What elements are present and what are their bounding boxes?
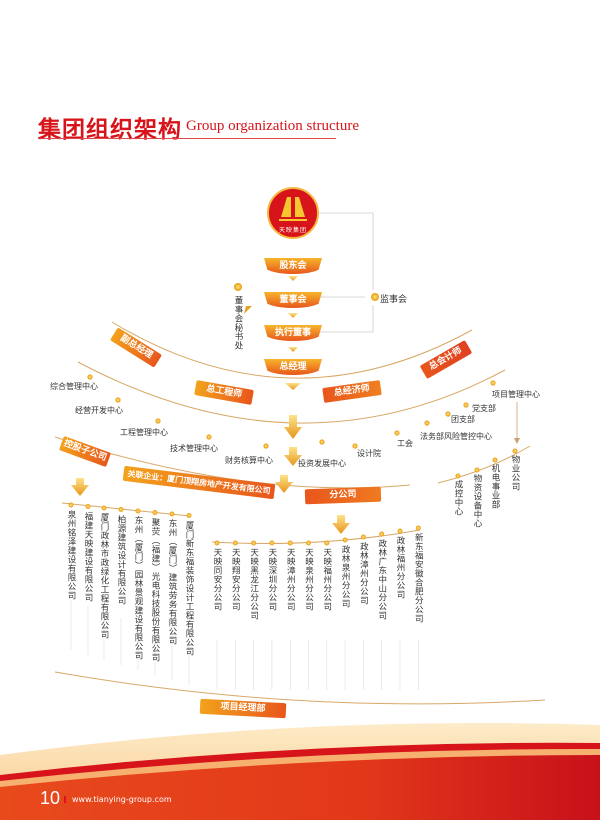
- node-dot: [371, 293, 379, 301]
- node-dot: [101, 505, 107, 511]
- company-logo: 天映集团: [267, 187, 319, 239]
- branch-label: 天映福州分公司: [321, 548, 332, 611]
- node-dot: [463, 402, 469, 408]
- pm-arc: [437, 445, 531, 484]
- node-branches: 分公司: [304, 486, 382, 505]
- node-dot: [306, 540, 311, 546]
- branch-label: 新东福安徽合肥分公司: [413, 533, 424, 623]
- executive-arc: [111, 321, 473, 379]
- page-number: 10: [40, 788, 61, 808]
- node-dot: [152, 510, 158, 515]
- node-dot: [415, 525, 421, 531]
- project-arc: [54, 671, 546, 705]
- footer-divider: [64, 796, 66, 803]
- node-dot: [342, 537, 348, 543]
- subsidiary-label: 厦门新东福装饰设计工程有限公司: [184, 520, 194, 656]
- node-board-secretariat: 董事会秘书处: [233, 296, 243, 350]
- node-executive-director: 执行董事: [264, 325, 322, 341]
- subsidiary-label: 东州（厦门）园林景观建设有限公司: [133, 516, 143, 660]
- node-dot: [118, 507, 124, 512]
- supervisory-connector: [318, 212, 374, 333]
- branch-arc: [211, 529, 421, 544]
- pm-unit-label: 物业公司: [510, 455, 520, 491]
- node-board-of-directors: 董事会: [264, 292, 322, 308]
- branch-label: 天映深圳分公司: [266, 548, 277, 611]
- node-dot: [115, 397, 121, 403]
- node-dot: [269, 540, 275, 546]
- department-label: 财务核算中心: [225, 456, 273, 465]
- department-label: 投资发展中心: [298, 459, 346, 468]
- node-dot: [424, 420, 430, 426]
- branch-label: 天映漳州分公司: [285, 548, 296, 611]
- branch-label: 政林广东中山分公司: [376, 539, 387, 620]
- branch-label: 政林漳州分公司: [358, 542, 369, 605]
- pm-unit-label: 物资设备中心: [472, 474, 482, 528]
- node-dot: [360, 534, 366, 540]
- node-dot: [492, 457, 498, 463]
- node-dot: [186, 513, 192, 518]
- node-dot: [135, 508, 141, 514]
- department-label: 团支部: [451, 415, 475, 424]
- flow-arrows: [71, 276, 350, 534]
- pm-unit-label: 成控中心: [453, 480, 463, 516]
- pm-unit-label: 机电事业部: [490, 464, 500, 509]
- node-dot: [68, 502, 74, 508]
- footer-wave: [0, 723, 600, 820]
- node-dot: [352, 443, 358, 449]
- node-dot: [512, 448, 518, 454]
- drop-lines: [70, 600, 419, 690]
- department-label: 法务部风险管控中心: [420, 432, 492, 441]
- node-supervisory-board: 监事会: [380, 295, 408, 305]
- department-label: 经营开发中心: [75, 406, 123, 415]
- department-label: 技术管理中心: [170, 444, 218, 453]
- node-dot: [397, 528, 403, 534]
- subsidiary-label: 东州（厦门）建筑劳务有限公司: [167, 519, 177, 645]
- node-dot: [87, 374, 93, 380]
- subsidiary-label: 柏源建筑设计有限公司: [116, 514, 126, 605]
- node-dot: [490, 380, 496, 386]
- branch-label: 政林泉州分公司: [340, 545, 351, 608]
- node-dot: [85, 504, 91, 509]
- node-dot: [445, 411, 451, 417]
- node-dot: [263, 443, 269, 449]
- node-dot: [474, 467, 480, 473]
- subsidiary-label: 福建天映建设有限公司: [83, 511, 93, 602]
- node-dot: [394, 430, 400, 436]
- node-dot: [455, 473, 461, 479]
- department-label: 综合管理中心: [50, 382, 98, 391]
- node-general-manager: 总经理: [264, 359, 322, 375]
- node-dot: [379, 531, 385, 537]
- branch-label: 政林福州分公司: [395, 536, 405, 599]
- node-dot: [232, 540, 238, 546]
- node-dot: [169, 511, 175, 517]
- branch-label: 天映翔安分公司: [230, 548, 241, 611]
- department-label: 工程管理中心: [120, 428, 168, 437]
- node-shareholders-meeting: 股东会: [264, 258, 322, 274]
- node-dot: [155, 418, 161, 424]
- node-dot: [206, 434, 212, 440]
- department-label: 项目管理中心: [492, 390, 540, 399]
- logo-text: 天映集团: [279, 227, 308, 234]
- department-label: 党支部: [472, 404, 496, 413]
- department-label: 工会: [397, 439, 413, 448]
- node-dots: [68, 283, 518, 546]
- branch-label: 天映泉州分公司: [303, 548, 314, 611]
- subsidiary-arc: [61, 502, 191, 517]
- department-label: 设计院: [357, 449, 381, 458]
- website-link: www.tianying-group.com: [72, 795, 172, 804]
- page-subtitle: Group organization structure: [186, 118, 360, 134]
- title-divider: [38, 138, 336, 139]
- branch-label: 天映黑龙江分公司: [248, 548, 259, 620]
- node-dot: [234, 283, 242, 291]
- node-dot: [251, 540, 257, 546]
- subsidiary-label: 聚荧（福建）光电科技股份有限公司: [150, 517, 160, 662]
- node-dot: [324, 540, 330, 546]
- branch-label: 天映同安分公司: [212, 548, 222, 611]
- subsidiary-label: 泉州铭泽建设有限公司: [66, 510, 76, 600]
- node-dot: [214, 540, 220, 546]
- node-dot: [287, 540, 293, 546]
- subsidiary-label: 厦门政林市政绿化工程有限公司: [99, 513, 109, 639]
- node-dot: [319, 439, 325, 445]
